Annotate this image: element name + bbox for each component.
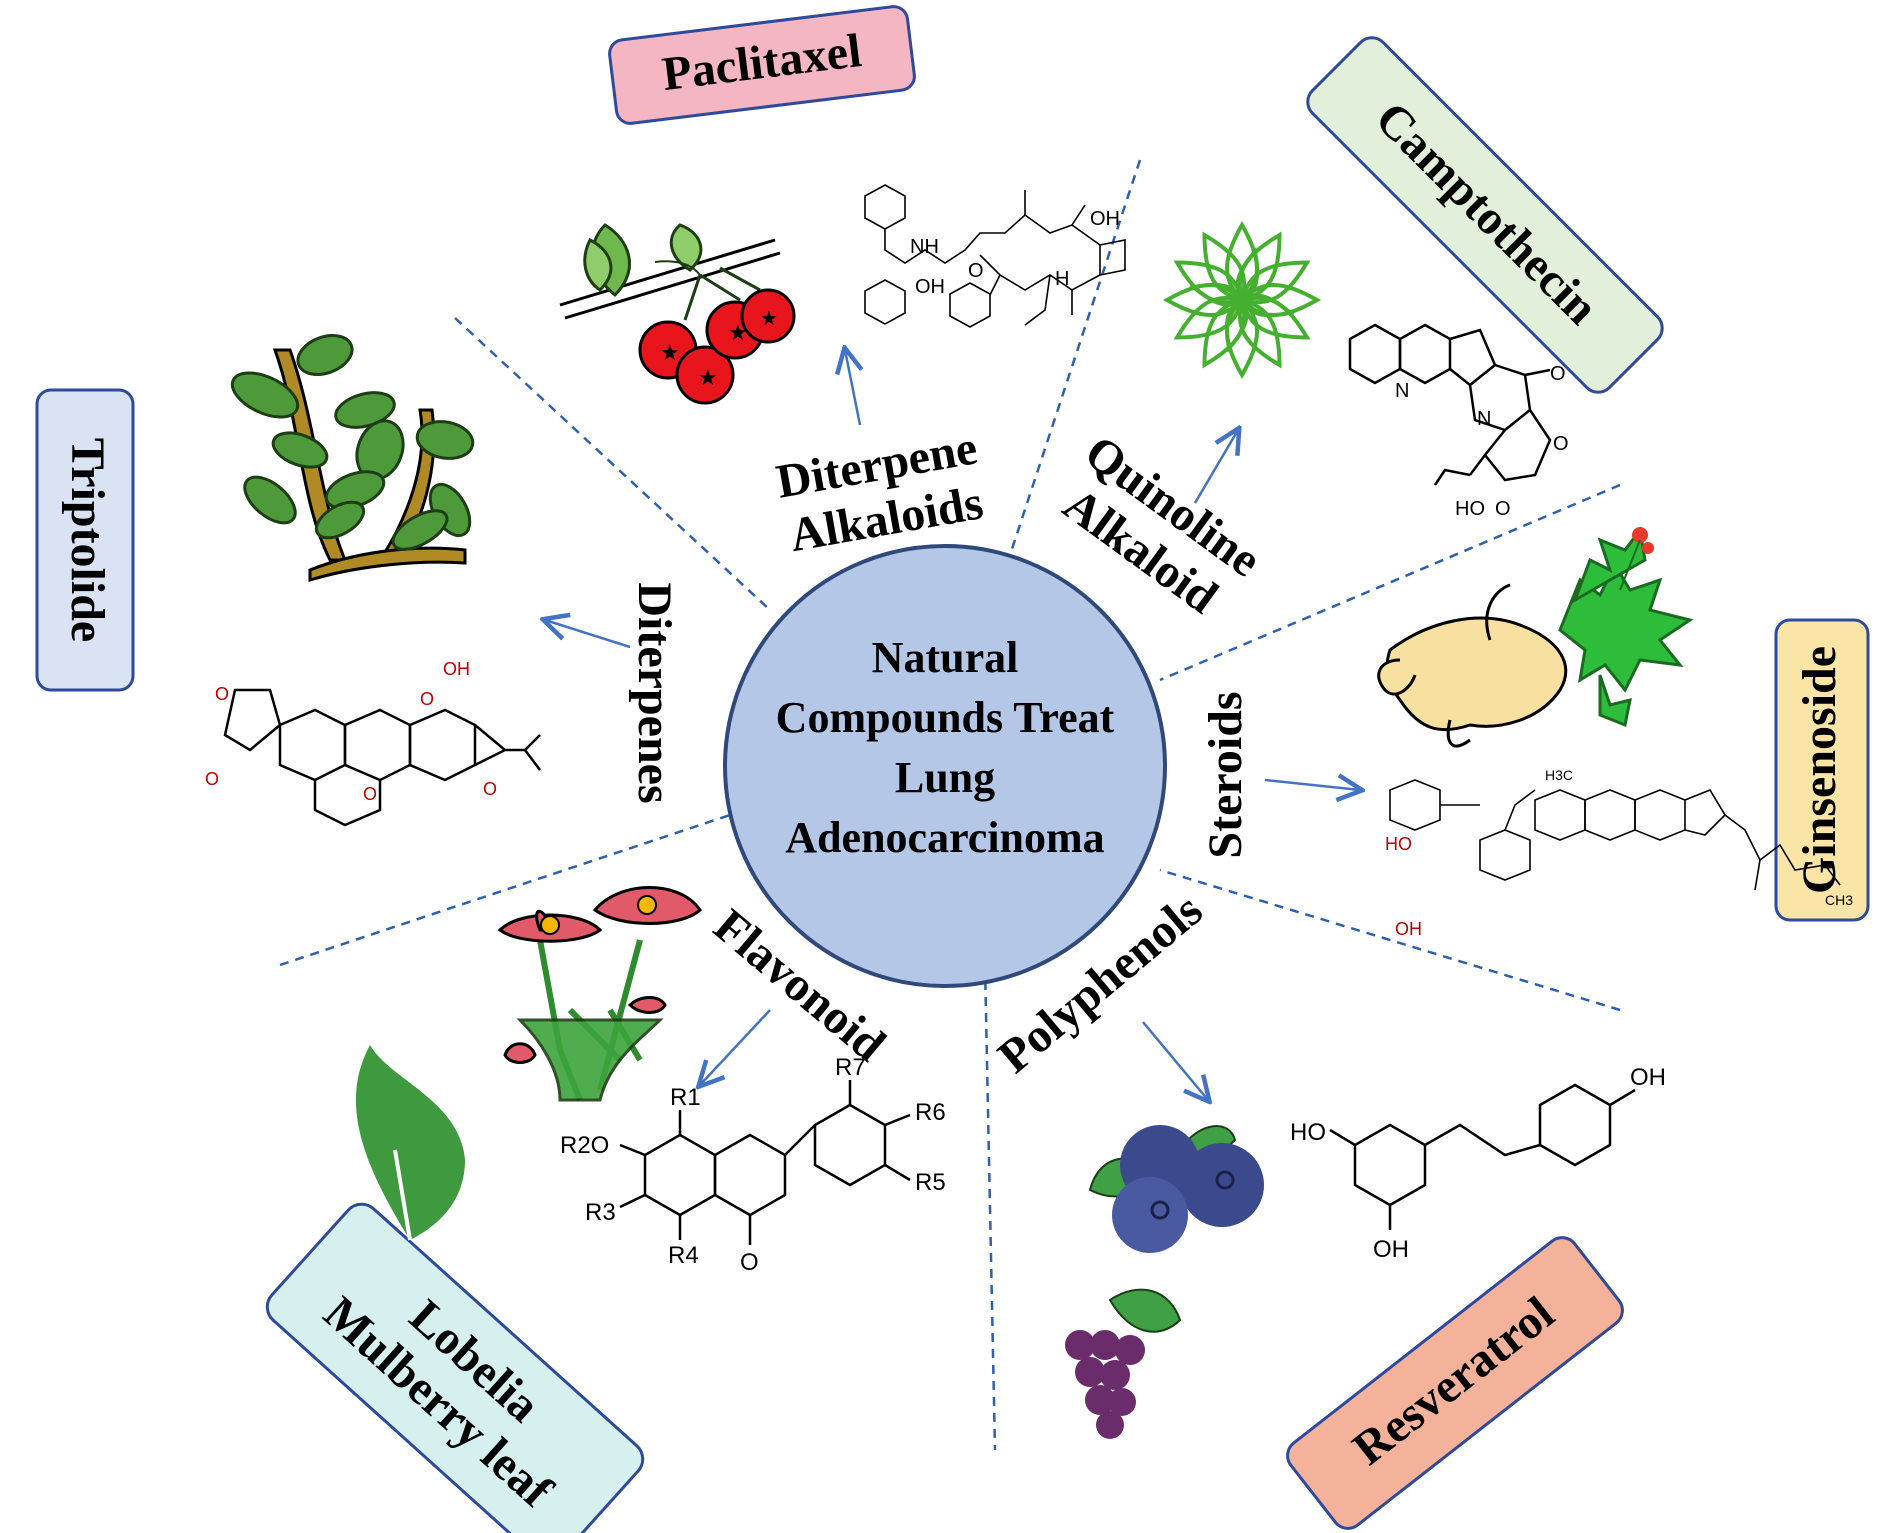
center-line-1: Natural — [872, 633, 1019, 682]
resveratrol-ho: HO — [1290, 1119, 1326, 1146]
camptothecin-ho: HO — [1455, 498, 1485, 520]
center-line-4: Adenocarcinoma — [785, 813, 1104, 862]
arrow-to-camptothecin — [1193, 430, 1238, 504]
paclitaxel-structure-icon: NH OH O OH H — [864, 184, 1126, 328]
triptolide-o-5: O — [483, 779, 497, 799]
center-circle — [723, 544, 1167, 988]
compound-lobelia: Lobelia Mulberry leaf — [265, 1202, 645, 1533]
category-steroids: Steroids — [1199, 691, 1252, 858]
yew-branch-icon: ★ ★ ★ ★ — [559, 223, 796, 405]
ginsenoside-structure-icon: HO OH H3C CH3 — [1385, 767, 1853, 939]
arrow-to-resveratrol — [1142, 1021, 1208, 1100]
paclitaxel-o: O — [968, 260, 984, 282]
center-line-2: Compounds Treat — [776, 693, 1115, 742]
triptolide-oh: OH — [443, 659, 470, 679]
flavonoid-r5: R5 — [915, 1169, 946, 1196]
thunder-god-vine-icon — [230, 334, 475, 583]
camptothecin-label: Camptothecin — [1365, 92, 1608, 335]
flavonoid-r4: R4 — [668, 1242, 699, 1269]
ginsenoside-oh: OH — [1395, 919, 1422, 939]
center-line-3: Lung — [895, 753, 995, 802]
ginsenoside-label: Ginsenoside — [1793, 646, 1846, 894]
svg-text:★: ★ — [728, 321, 748, 346]
paclitaxel-oh-1: OH — [915, 276, 945, 298]
ginseng-root-icon — [1377, 526, 1694, 748]
camptothecin-o-3: O — [1495, 498, 1511, 520]
paclitaxel-h: H — [1055, 268, 1069, 290]
lobelia-box — [265, 1202, 645, 1533]
arrow-to-lobelia — [700, 1009, 771, 1085]
arrows — [545, 350, 1360, 1100]
category-diterpene-alkaloids: Diterpene Alkaloids — [772, 421, 986, 562]
camptothecin-box — [1306, 36, 1664, 394]
svg-text:★: ★ — [698, 366, 718, 391]
sector-dividers — [279, 159, 1621, 1451]
svg-text:★: ★ — [760, 306, 778, 330]
triptolide-o-3: O — [420, 689, 434, 709]
paclitaxel-nh: NH — [910, 236, 939, 258]
paclitaxel-box — [608, 5, 916, 125]
arrow-to-paclitaxel — [845, 350, 860, 426]
resveratrol-oh-bottom: OH — [1373, 1236, 1409, 1263]
camptothecin-o-2: O — [1553, 433, 1569, 455]
arrow-to-ginsenoside — [1264, 780, 1360, 790]
flavonoid-o: O — [740, 1249, 759, 1276]
flavonoid-r2o: R2O — [560, 1132, 609, 1159]
compound-resveratrol: Resveratrol — [1286, 1236, 1624, 1530]
svg-text:★: ★ — [660, 341, 680, 366]
flavonoid-r6: R6 — [915, 1099, 946, 1126]
resveratrol-box — [1286, 1236, 1624, 1530]
compound-ginsenoside: Ginsenoside — [1774, 618, 1870, 922]
grape-icon — [1065, 1288, 1182, 1439]
divider-right-upper — [1159, 483, 1621, 682]
compound-paclitaxel: Paclitaxel — [608, 5, 916, 125]
ginsenoside-h3c: H3C — [1545, 767, 1573, 783]
triptolide-o-4: O — [363, 784, 377, 804]
lobelia-flower-icon — [497, 886, 702, 1102]
compound-triptolide: Triptolide — [35, 388, 135, 692]
divider-bottom — [983, 964, 997, 1451]
category-label-line-1: Diterpenes — [628, 582, 681, 803]
flavonoid-structure-icon: R1 R2O R3 R4 R5 R6 R7 O — [560, 1054, 946, 1276]
blueberry-icon — [1088, 1125, 1264, 1253]
mulberry-leaf-icon — [355, 1045, 465, 1241]
resveratrol-structure-icon: HO OH OH — [1290, 1064, 1666, 1263]
flavonoid-r1: R1 — [670, 1084, 701, 1111]
arrow-to-triptolide — [545, 620, 631, 649]
triptolide-label: Triptolide — [61, 438, 114, 642]
triptolide-o-2: O — [215, 684, 229, 704]
triptolide-box — [35, 388, 135, 692]
divider-top-right — [1008, 159, 1142, 556]
camptothecin-o-1: O — [1550, 363, 1566, 385]
category-label-line-1: Steroids — [1199, 691, 1252, 858]
flavonoid-r7: R7 — [835, 1054, 866, 1081]
divider-left-upper — [454, 317, 771, 611]
camptothecin-n-1: N — [1395, 380, 1409, 402]
camptothecin-structure-icon: N N O O O HO — [1348, 323, 1569, 520]
divider-right-lower — [1159, 868, 1621, 1012]
ginsenoside-box — [1774, 618, 1870, 922]
paclitaxel-oh-2: OH — [1090, 208, 1120, 230]
resveratrol-oh-top: OH — [1630, 1064, 1666, 1091]
flavonoid-r3: R3 — [585, 1199, 616, 1226]
lotus-icon — [1162, 220, 1322, 380]
ginsenoside-ch3: CH3 — [1825, 892, 1853, 908]
ginsenoside-ho: HO — [1385, 834, 1412, 854]
triptolide-o-1: O — [205, 769, 219, 789]
center-node: Natural Compounds Treat Lung Adenocarcin… — [723, 544, 1167, 988]
category-diterpenes: Diterpenes — [628, 582, 681, 803]
camptothecin-n-2: N — [1477, 408, 1491, 430]
triptolide-structure-icon: O O OH O O O — [205, 659, 541, 827]
